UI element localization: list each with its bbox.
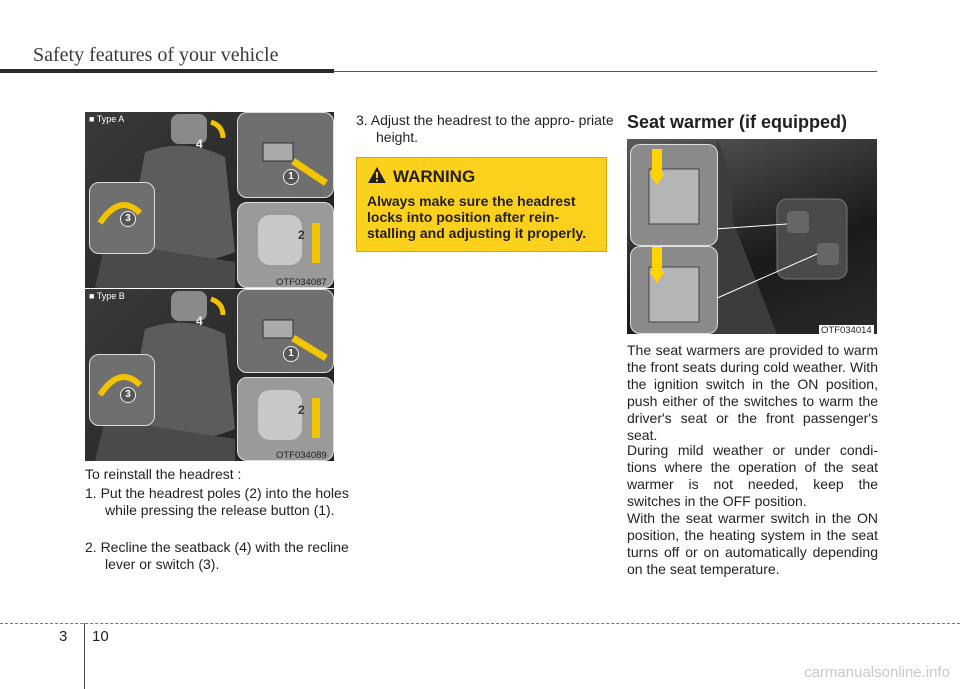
driver-switch-detail (648, 149, 700, 225)
headrest-drawing (258, 215, 320, 265)
figure-type-b: ■ Type B 4 3 1 2 (85, 289, 334, 461)
leader-line-2 (714, 253, 818, 300)
headrest-shape-inset-b (258, 390, 302, 440)
callout-two: 2 (298, 228, 305, 242)
callout-four-b: 4 (196, 314, 203, 328)
figure-seat-warmer (627, 139, 877, 334)
inset-headrest-poles-b: 2 (237, 377, 334, 461)
arrow-four-b (210, 296, 226, 316)
inset-passenger-switch (630, 246, 718, 334)
passenger-switch-shape (817, 243, 839, 265)
callout-three-b: 3 (120, 387, 136, 403)
inset-release-button-b: 1 (237, 289, 334, 373)
inset-headrest-poles: 2 (237, 202, 334, 288)
warning-text: Always make sure the headrest locks into… (367, 193, 587, 241)
release-button-shape (262, 142, 294, 162)
button-drawing (262, 142, 328, 186)
type-b-label: ■ Type B (89, 291, 125, 301)
page-number: 10 (92, 628, 109, 645)
seat-warmer-heading: Seat warmer (if equipped) (627, 112, 848, 132)
callout-two-b: 2 (298, 403, 305, 417)
header-rule-thin (334, 71, 877, 72)
figure-code-seat-warmer: OTF034014 (819, 325, 874, 336)
release-button-shape-b (262, 319, 294, 339)
headrest-drawing-b (258, 390, 320, 440)
inset-release-button: 1 (237, 112, 334, 198)
callout-four: 4 (196, 137, 203, 151)
arrow-one (291, 158, 328, 186)
headrest-shape (171, 114, 207, 144)
page-section-number: 3 (59, 628, 68, 645)
headrest-shape-b (171, 291, 207, 321)
passenger-switch-detail (648, 247, 700, 323)
warning-title: WARNING (393, 167, 476, 186)
page-header-title: Safety features of your vehicle (33, 44, 279, 66)
header-rule (0, 69, 334, 73)
lever-drawing (97, 202, 143, 225)
seat-warmer-paragraph-2: During mild weather or under condi- tion… (627, 442, 878, 509)
arrow-one-b (291, 335, 328, 361)
seat-warmer-paragraph-1: The seat warmers are provided to warm th… (627, 342, 878, 443)
reinstall-intro: To reinstall the headrest : (85, 466, 242, 482)
type-a-label: ■ Type A (89, 114, 125, 124)
arrow-three-b (97, 374, 143, 397)
footer-vertical-rule (84, 623, 85, 689)
figure-code-a: OTF034087 (276, 277, 327, 288)
figure-code-b: OTF034089 (276, 450, 327, 461)
step-2: 2. Recline the seatback (4) with the rec… (85, 539, 349, 572)
seat-warmer-paragraph-3: With the seat warmer switch in the ON po… (627, 510, 878, 577)
inset-driver-switch (630, 144, 718, 246)
watermark: carmanualsonline.info (804, 664, 950, 681)
inset-recline-lever: 3 (89, 182, 155, 254)
driver-switch-shape (787, 211, 809, 233)
callout-three: 3 (120, 211, 136, 227)
cushion-shape-b (95, 419, 235, 461)
warning-triangle-icon (368, 167, 386, 183)
warning-box: WARNING Always make sure the headrest lo… (356, 157, 607, 252)
headrest-shape-inset (258, 215, 302, 265)
footer-divider (0, 623, 960, 624)
arrow-four (210, 119, 226, 139)
inset-recline-switch: 3 (89, 354, 155, 426)
callout-one-b: 1 (283, 346, 299, 362)
press-arrow-head-2 (649, 271, 665, 283)
arrow-three (97, 202, 143, 225)
button-drawing-b (262, 319, 328, 361)
switch-drawing (97, 374, 143, 397)
press-arrow-head-1 (649, 173, 665, 185)
leader-line-1 (714, 223, 788, 230)
figure-type-a: ■ Type A 4 3 1 2 (85, 112, 334, 288)
callout-one: 1 (283, 169, 299, 185)
step-1: 1. Put the headrest poles (2) into the h… (85, 485, 349, 518)
step-3: 3. Adjust the headrest to the appro- pri… (356, 112, 614, 145)
